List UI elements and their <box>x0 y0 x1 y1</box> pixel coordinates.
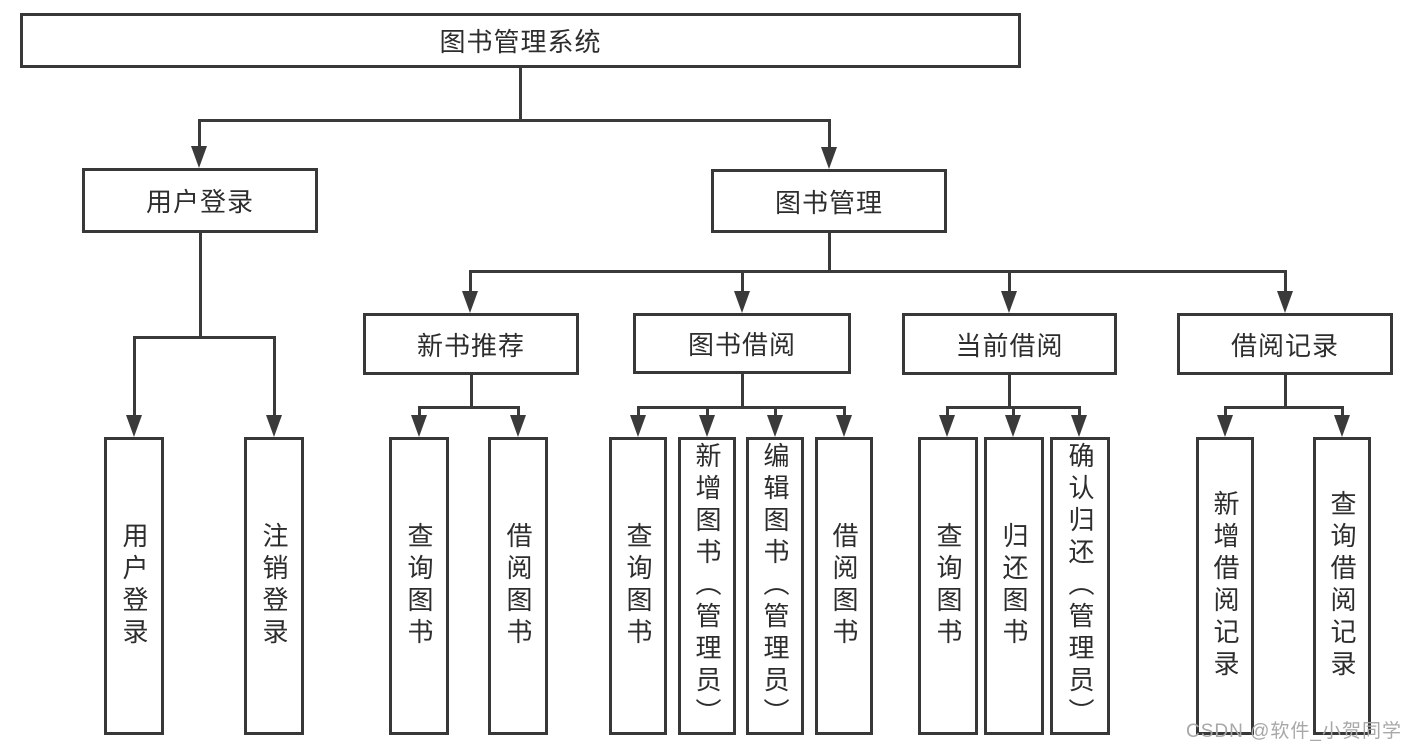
node-current-borrowing: 当前借阅 <box>902 313 1117 375</box>
connector-stub-logout-leaf <box>273 336 276 416</box>
connector-new-book-rec-stem <box>470 375 473 406</box>
leaf-user-login-label: 用户登录 <box>119 522 149 650</box>
arrow-down-icon <box>191 146 207 168</box>
leaf-cb-confirm-return-admin: 确认归还（管理员） <box>1050 437 1110 735</box>
arrow-down-icon <box>836 415 852 437</box>
arrow-down-icon <box>939 415 955 437</box>
leaf-nb-borrow-books-label: 借阅图书 <box>503 522 533 650</box>
arrow-down-icon <box>630 415 646 437</box>
node-book-borrowing: 图书借阅 <box>633 313 851 374</box>
connector-stub <box>774 406 777 416</box>
leaf-cb-return-books: 归还图书 <box>984 437 1044 735</box>
leaf-bb-add-books-admin-label: 新增图书（管理员） <box>692 442 722 730</box>
arrow-down-icon <box>462 291 478 313</box>
leaf-cb-return-books-label: 归还图书 <box>999 522 1029 650</box>
leaf-bb-query-books-label: 查询图书 <box>623 522 653 650</box>
connector-stub-book-mgmt <box>828 119 831 148</box>
leaf-bb-query-books: 查询图书 <box>609 437 667 735</box>
arrow-down-icon <box>1277 291 1293 313</box>
node-library-system-label: 图书管理系统 <box>439 27 602 57</box>
arrow-down-icon <box>767 415 783 437</box>
arrow-down-icon <box>1005 415 1021 437</box>
connector-book-mgmt-rail <box>469 270 1286 273</box>
connector-stub-current-borrow <box>1008 270 1011 292</box>
node-book-borrowing-label: 图书借阅 <box>687 330 796 360</box>
node-borrow-records-label: 借阅记录 <box>1230 330 1339 361</box>
arrow-down-icon <box>1334 415 1350 437</box>
connector-user-login-stem <box>199 233 202 336</box>
arrow-down-icon <box>821 147 837 169</box>
connector-book-borrow-stem <box>741 374 744 406</box>
leaf-br-query-record: 查询借阅记录 <box>1313 437 1371 735</box>
leaf-cb-confirm-return-admin-label: 确认归还（管理员） <box>1065 442 1095 730</box>
node-new-book-recommend-label: 新书推荐 <box>416 330 525 361</box>
leaf-logout-label: 注销登录 <box>259 522 289 650</box>
connector-stub <box>1341 406 1344 416</box>
node-library-system: 图书管理系统 <box>20 13 1021 68</box>
connector-stub <box>517 406 520 416</box>
watermark: CSDN @软件_小贺同学 <box>1186 721 1402 742</box>
leaf-br-query-record-label: 查询借阅记录 <box>1327 490 1357 682</box>
connector-borrow-records-rail <box>1224 406 1344 409</box>
node-book-management: 图书管理 <box>711 169 947 233</box>
node-borrow-records: 借阅记录 <box>1177 313 1393 375</box>
arrow-down-icon <box>1071 415 1087 437</box>
leaf-cb-query-books-label: 查询图书 <box>933 522 963 650</box>
connector-stub <box>706 406 709 416</box>
arrow-down-icon <box>734 291 750 313</box>
arrow-down-icon <box>699 415 715 437</box>
arrow-down-icon <box>510 415 526 437</box>
connector-stub <box>946 406 949 416</box>
leaf-bb-add-books-admin: 新增图书（管理员） <box>678 437 736 735</box>
connector-stub-borrow-records <box>1284 270 1287 292</box>
node-user-login-label: 用户登录 <box>145 187 254 217</box>
connector-book-borrow-rail <box>637 406 846 409</box>
node-book-management-label: 图书管理 <box>774 187 883 218</box>
connector-stub <box>1078 406 1081 416</box>
arrow-down-icon <box>1217 415 1233 437</box>
connector-stub <box>1224 406 1227 416</box>
leaf-br-add-record: 新增借阅记录 <box>1196 437 1254 735</box>
connector-stub <box>1012 406 1015 416</box>
leaf-bb-edit-books-admin: 编辑图书（管理员） <box>746 437 804 735</box>
connector-stub-book-borrow <box>741 270 744 292</box>
connector-stub-new-book-rec <box>469 270 472 292</box>
leaf-logout: 注销登录 <box>244 437 304 735</box>
connector-stub <box>418 406 421 416</box>
arrow-down-icon <box>1001 291 1017 313</box>
connector-stub-user-login <box>198 119 201 147</box>
connector-stub-login-leaf <box>133 336 136 416</box>
leaf-user-login: 用户登录 <box>104 437 164 735</box>
leaf-nb-query-books: 查询图书 <box>389 437 449 735</box>
node-current-borrowing-label: 当前借阅 <box>955 330 1064 361</box>
arrow-down-icon <box>266 415 282 437</box>
leaf-bb-borrow-books: 借阅图书 <box>815 437 873 735</box>
node-new-book-recommend: 新书推荐 <box>363 313 579 375</box>
leaf-cb-query-books: 查询图书 <box>918 437 978 735</box>
leaf-bb-edit-books-admin-label: 编辑图书（管理员） <box>760 442 790 730</box>
arrow-down-icon <box>411 415 427 437</box>
leaf-nb-borrow-books: 借阅图书 <box>488 437 548 735</box>
connector-stub <box>637 406 640 416</box>
connector-borrow-records-stem <box>1284 375 1287 407</box>
connector-new-book-rec-rail <box>418 406 519 409</box>
connector-user-login-rail <box>133 336 276 339</box>
connector-current-borrow-stem <box>1008 375 1011 406</box>
node-user-login: 用户登录 <box>82 168 318 233</box>
arrow-down-icon <box>126 415 142 437</box>
connector-stub <box>843 406 846 416</box>
connector-root-stem <box>519 68 522 119</box>
leaf-nb-query-books-label: 查询图书 <box>404 522 434 650</box>
connector-book-mgmt-stem <box>828 233 831 270</box>
leaf-br-add-record-label: 新增借阅记录 <box>1210 490 1240 682</box>
connector-root-rail <box>198 119 831 122</box>
leaf-bb-borrow-books-label: 借阅图书 <box>829 522 859 650</box>
